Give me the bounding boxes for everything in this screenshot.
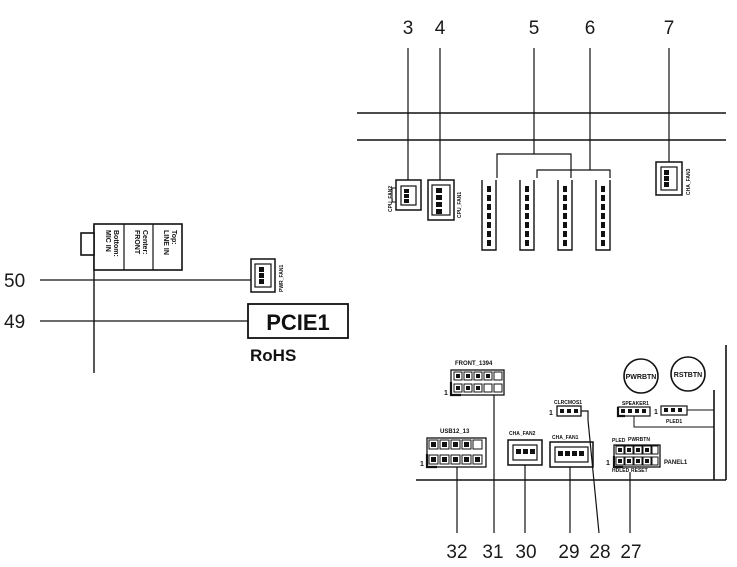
audio-bottom-label: Bottom: [112, 230, 119, 257]
cpu-fan2-header[interactable] [391, 179, 422, 211]
audio-center-label: Center: [141, 230, 148, 255]
cpu-fan1-label: CPU_FAN1 [457, 192, 463, 218]
audio-top-label: Top: [170, 230, 177, 245]
panel-reset-label: RESET [631, 468, 648, 474]
pwr-fan1-label: PWR_FAN1 [279, 265, 285, 292]
panel1-header[interactable] [612, 444, 661, 469]
cha-fan3-header[interactable] [655, 161, 683, 196]
board-edge-bottom [416, 345, 727, 481]
cha-fan1-label: CHA_FAN1 [552, 435, 579, 441]
audio-center-value: FRONT [133, 230, 140, 255]
panel1-pin1: 1 [606, 460, 610, 467]
cpu-fan2-label: CPU_FAN2 [388, 186, 394, 212]
audio-jack-block[interactable] [80, 223, 183, 271]
pwrbtn-label: PWRBTN [626, 374, 657, 381]
usb12-13-label: USB12_13 [440, 429, 470, 435]
panel1-label: PANEL1 [664, 460, 688, 466]
callout-5: 5 [529, 18, 540, 39]
pled1-header[interactable] [660, 405, 688, 416]
rohs-label: RoHS [250, 346, 296, 365]
rstbtn-button[interactable] [670, 356, 706, 392]
cha-fan3-label: CHA_FAN3 [686, 168, 692, 195]
front-1394-label: FRONT_1394 [455, 361, 493, 367]
pcie1-label: PCIE1 [266, 310, 330, 335]
callout-49: 49 [4, 312, 25, 333]
cha-fan2-label: CHA_FAN2 [509, 431, 536, 437]
dimm-slot-1[interactable] [481, 180, 497, 251]
usb12-13-header[interactable] [425, 437, 487, 469]
panel-hdled-label: HDLED [612, 468, 630, 474]
audio-bottom-value: MIC IN [104, 230, 111, 252]
dimm-slot-4[interactable] [595, 180, 611, 251]
callout-4: 4 [435, 18, 446, 39]
clrcmos1-pin1: 1 [549, 410, 553, 417]
leader-lines-left [40, 279, 251, 322]
cpu-fan1-header[interactable] [427, 179, 455, 221]
rstbtn-label: RSTBTN [674, 372, 702, 379]
cha-fan2-header[interactable] [507, 439, 543, 466]
clrcmos1-label: CLRCMOS1 [554, 400, 582, 406]
dimm-slot-2[interactable] [519, 180, 535, 251]
leader-lines-bottom [456, 395, 631, 534]
speaker-pled-leaders [633, 409, 714, 428]
front-1394-header[interactable] [449, 369, 505, 397]
pcie1-slot[interactable] [247, 303, 349, 339]
callout-6: 6 [585, 18, 596, 39]
callout-7: 7 [664, 18, 675, 39]
front-1394-pin1: 1 [444, 390, 448, 397]
callout-3: 3 [403, 18, 414, 39]
leader-lines-top [407, 48, 670, 180]
pled1-label: PLED1 [666, 419, 682, 425]
audio-top-value: LINE IN [162, 230, 169, 255]
pwrbtn-button[interactable] [623, 358, 659, 394]
dimm-slot-3[interactable] [557, 180, 573, 251]
callout-27: 27 [620, 542, 641, 563]
speaker1-header[interactable] [616, 406, 651, 418]
callout-50: 50 [4, 271, 25, 292]
panel-pled-label: PLED [612, 438, 626, 444]
panel-pwrbtn-label: PWRBTN [628, 437, 650, 443]
callout-29: 29 [558, 542, 579, 563]
callout-31: 31 [482, 542, 503, 563]
board-edge-top [357, 112, 726, 141]
dimm-slots [481, 180, 611, 251]
callout-28: 28 [589, 542, 610, 563]
usb12-13-pin1: 1 [420, 461, 424, 468]
cha-fan1-header[interactable] [549, 441, 594, 468]
speaker1-label: SPEAKER1 [622, 401, 649, 407]
pled1-pin1: 1 [654, 409, 658, 416]
pwr-fan1-header[interactable] [250, 258, 276, 293]
clrcmos1-jumper[interactable] [556, 405, 582, 417]
callout-32: 32 [446, 542, 467, 563]
callout-30: 30 [515, 542, 536, 563]
